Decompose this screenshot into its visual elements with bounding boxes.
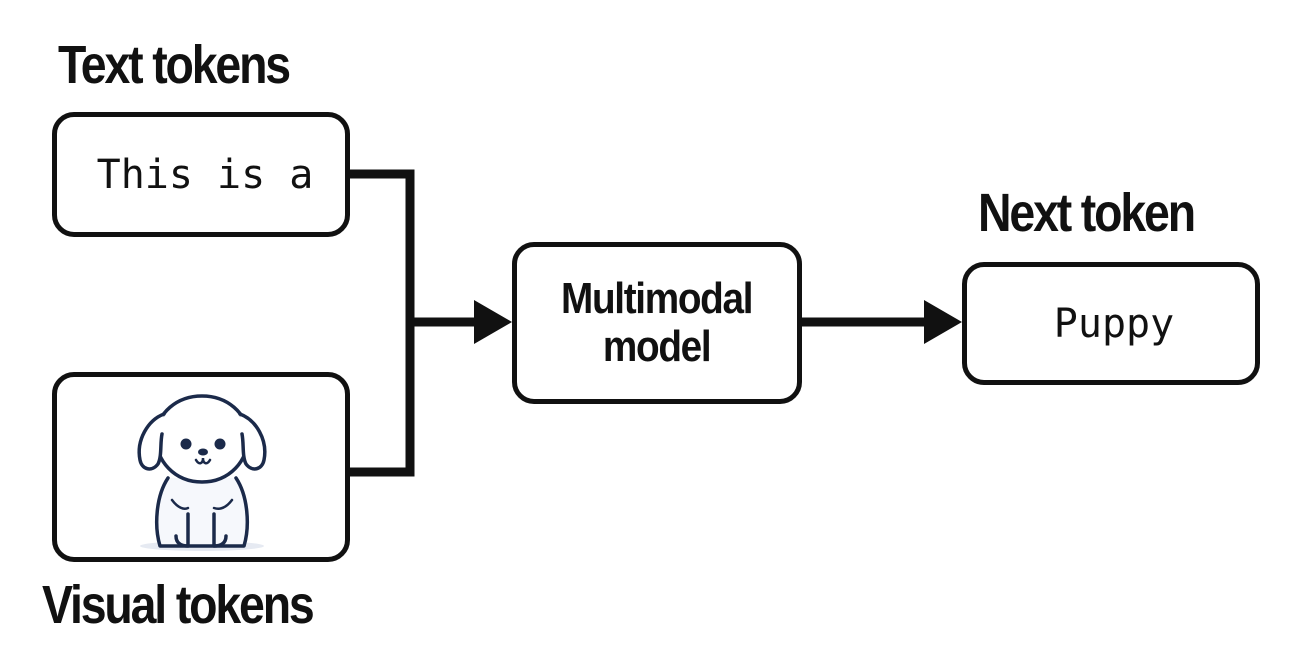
visual-tokens-box <box>52 372 350 562</box>
puppy-icon <box>137 394 267 551</box>
text-tokens-box: This is a <box>52 112 350 237</box>
multimodal-model-box: Multimodal model <box>512 242 802 404</box>
next-token-heading: Next token <box>978 183 1196 243</box>
visual-tokens-heading: Visual tokens <box>42 575 315 635</box>
text-tokens-heading: Text tokens <box>58 35 291 95</box>
output-arrowhead <box>924 300 962 344</box>
model-arrowhead <box>474 300 512 344</box>
text-tokens-value: This is a <box>96 151 314 198</box>
visual-to-junction-line <box>350 322 415 477</box>
model-label-line1: Multimodal <box>561 274 753 323</box>
model-label: Multimodal model <box>561 274 753 371</box>
next-token-box: Puppy <box>962 262 1260 385</box>
next-token-value: Puppy <box>1053 300 1175 347</box>
text-to-junction-line <box>350 169 415 322</box>
model-label-line2: model <box>603 322 712 371</box>
